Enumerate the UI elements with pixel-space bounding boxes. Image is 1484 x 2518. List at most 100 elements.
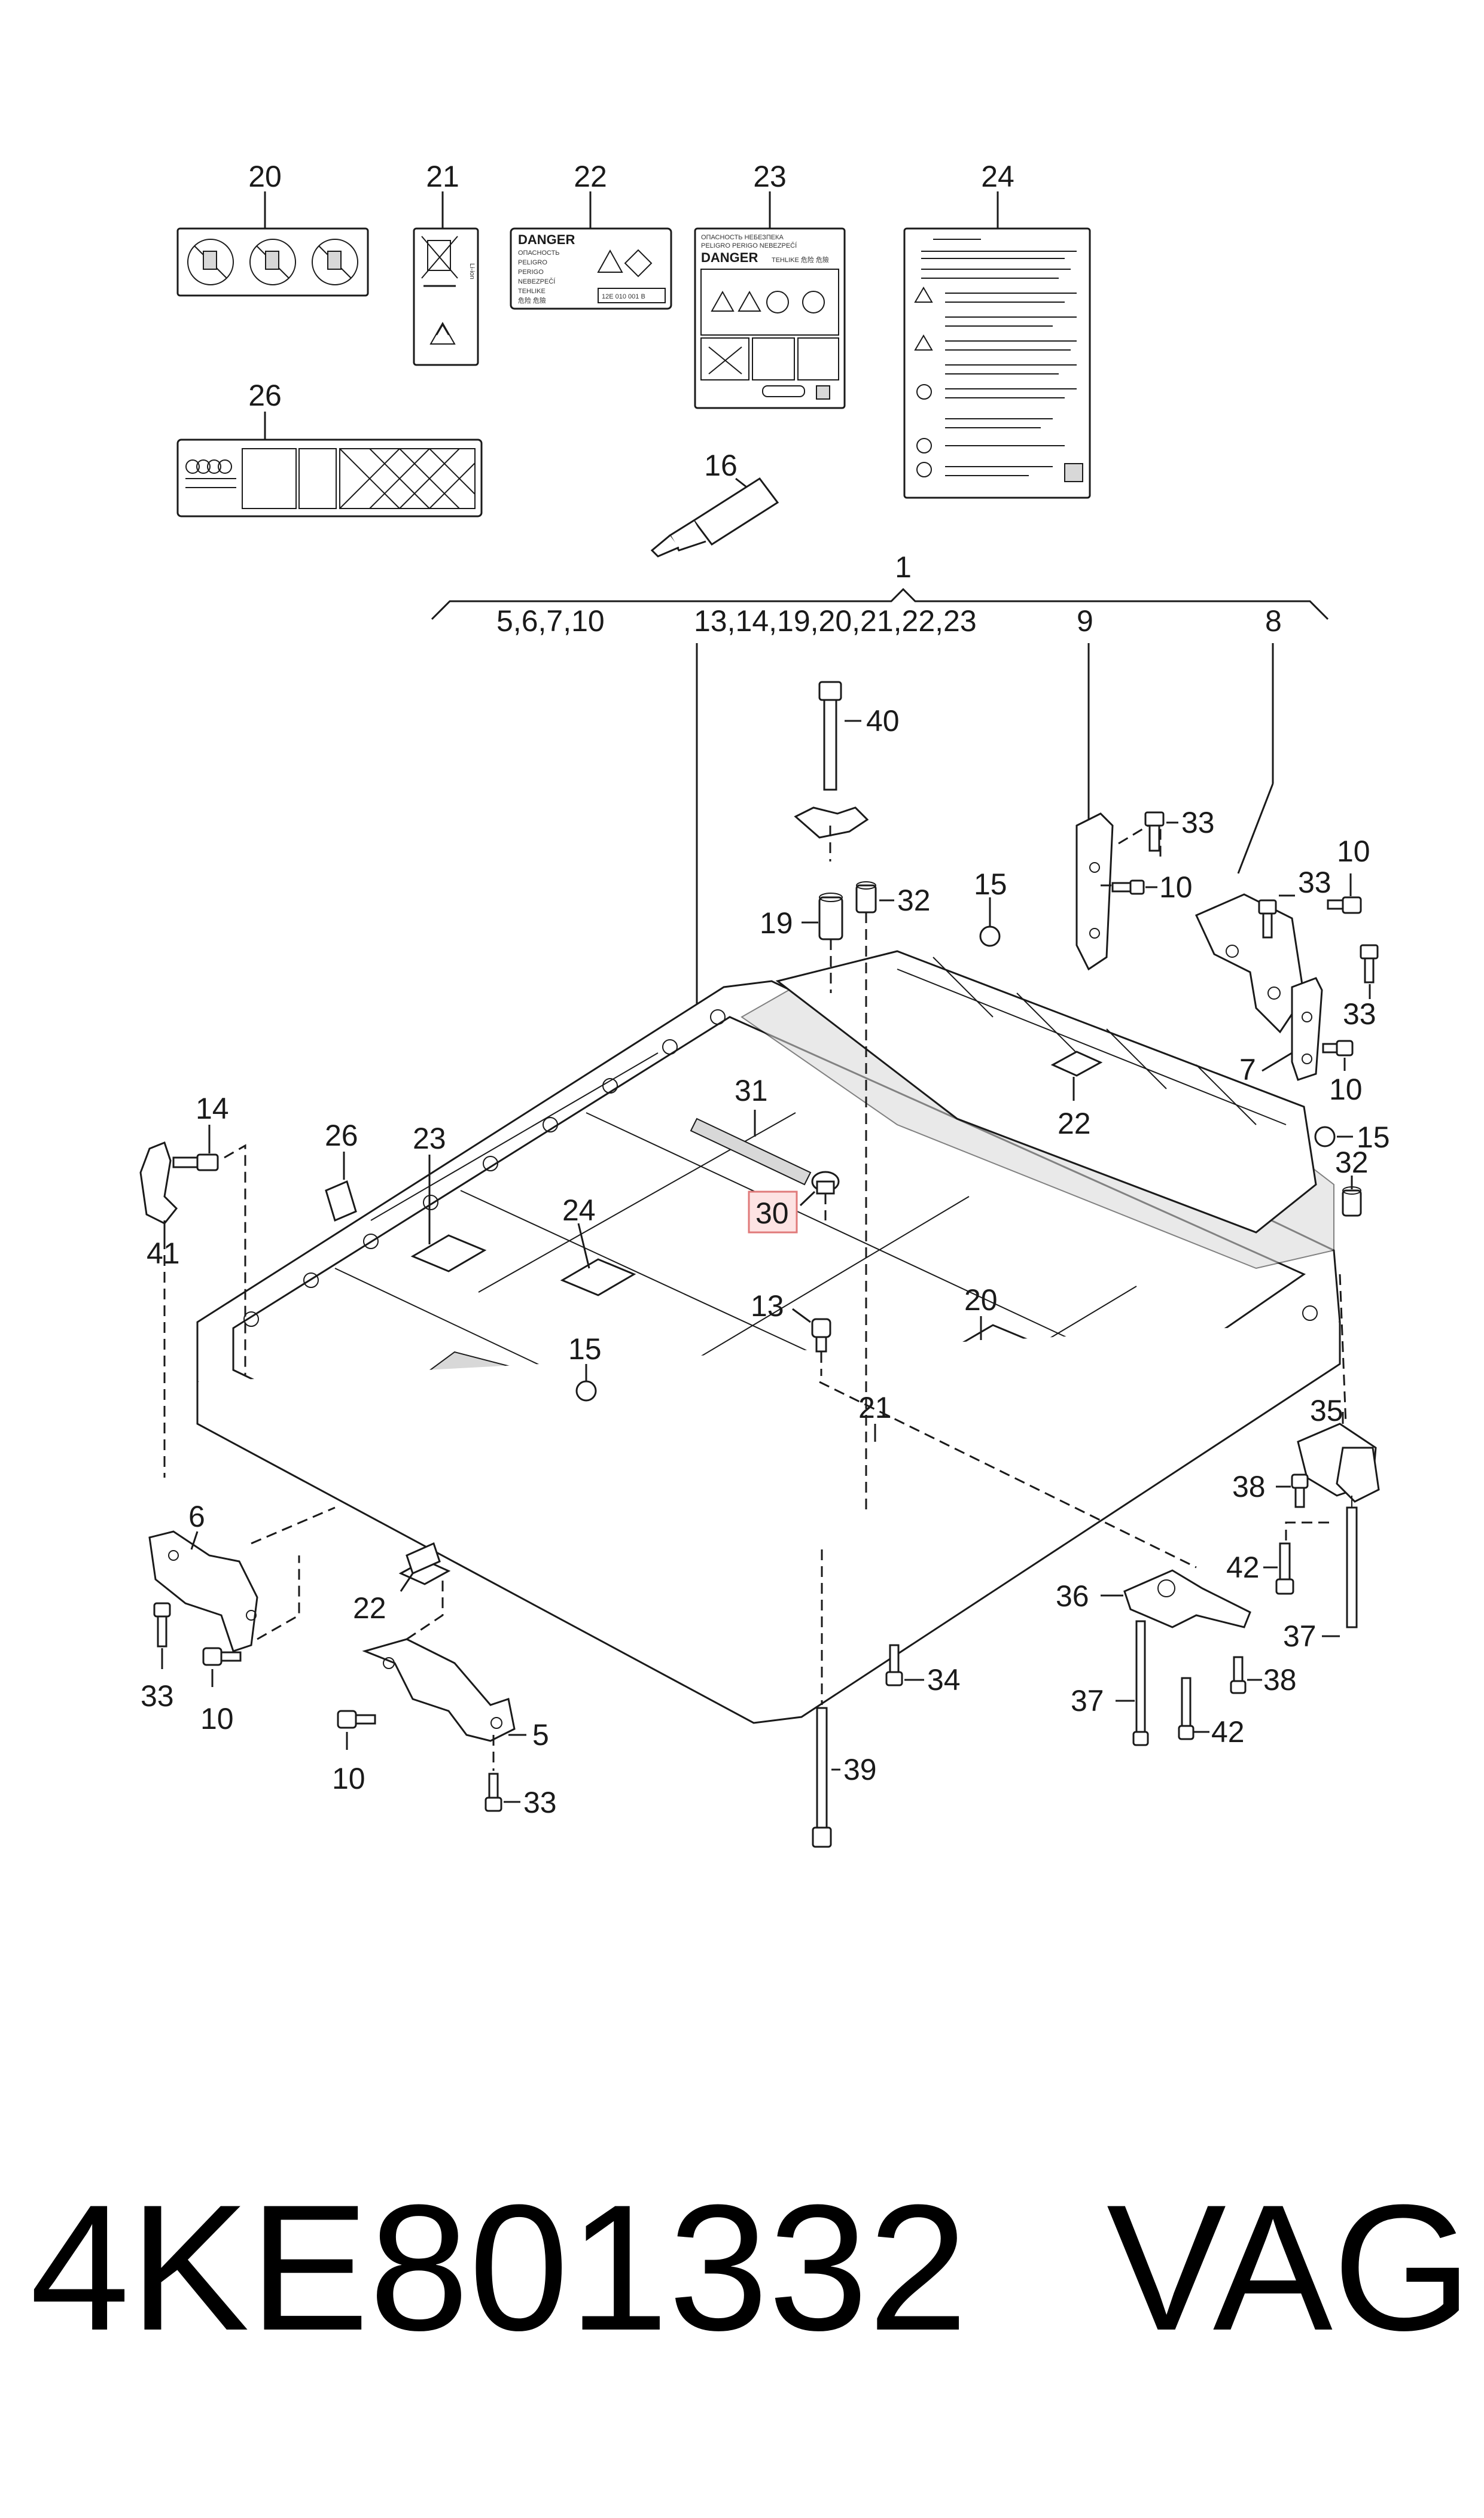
label-21-recycling: Li-ion [413,191,479,366]
callout-26: 26 [248,379,282,412]
part-33-bolt-e [484,1735,520,1812]
callout-9: 9 [1077,604,1093,638]
callout-23-housing: 23 [413,1122,446,1155]
callout-10-c: 10 [1329,1073,1363,1106]
label-26-type-plate [176,412,483,517]
part-22-label-underside [400,1542,441,1592]
part-10-bolt-e [337,1710,376,1750]
svg-text:DANGER: DANGER [518,232,575,247]
part-7-bracket [1291,977,1323,1081]
part-10-bolt-d [202,1647,242,1687]
callout-6: 6 [188,1500,205,1533]
part-32-sleeve-top [855,881,894,1514]
part-15-nut-left [575,1364,597,1402]
callout-10-b: 10 [1337,835,1370,868]
part-37-bolt [1116,1620,1149,1746]
callout-group-13-14-19-20-21-22-23: 13,14,19,20,21,22,23 [694,604,977,638]
callout-33-e: 33 [523,1786,557,1819]
callout-19: 19 [760,906,793,940]
callout-42-a: 42 [1226,1551,1260,1584]
part-33-bolt-c [1360,944,1379,999]
callout-21: 21 [426,160,459,193]
svg-text:TEHLIKE 危险 危險: TEHLIKE 危险 危險 [772,255,829,264]
callout-39: 39 [843,1753,877,1786]
callout-10-a: 10 [1159,870,1193,904]
callout-32-right: 32 [1335,1146,1369,1179]
callout-36: 36 [1056,1579,1089,1613]
callout-1: 1 [895,550,912,584]
part-33-bolt-b [1258,894,1295,939]
part-42-bolt-b [1178,1677,1209,1740]
callout-15-right: 15 [1357,1121,1390,1154]
callout-10-e: 10 [332,1762,365,1795]
callout-16: 16 [704,449,738,482]
callout-5: 5 [532,1718,549,1752]
part-30-highlight [748,1191,798,1234]
callout-21-housing: 21 [858,1391,892,1424]
svg-text:Li-ion: Li-ion [468,263,476,279]
label-20-prohibition-strip [176,191,369,297]
label-22-danger: DANGER ОПАСНОСТЬ PELIGRO PERIGO NEBEZPEČ… [510,191,672,310]
callout-31: 31 [735,1074,768,1107]
callout-24: 24 [981,160,1014,193]
part-16-sealant-tube [650,477,779,558]
callout-14: 14 [196,1092,229,1125]
svg-text:PERIGO: PERIGO [518,269,544,276]
part-40-bolt [794,681,869,861]
part-35-mount [1297,1412,1380,1637]
callout-7: 7 [1239,1053,1256,1086]
part-33-bolt-a [1144,811,1178,852]
part-10-bolt-c [1322,1040,1354,1071]
part-34-bolt [885,1644,924,1686]
callout-38-a: 38 [1232,1470,1266,1503]
callout-20-housing: 20 [964,1283,998,1317]
callout-42-b: 42 [1211,1715,1245,1749]
battery-housing [196,643,1341,1724]
callout-26-housing: 26 [325,1119,358,1152]
label-24-battery-instructions [903,191,1091,499]
callout-41: 41 [147,1237,180,1270]
callout-8: 8 [1265,604,1282,638]
svg-text:ОПАСНОСТЬ: ОПАСНОСТЬ [518,249,560,257]
part-10-bolt-b [1327,873,1362,914]
part-39-long-bolt [812,1549,840,1848]
callout-30: 30 [755,1196,789,1230]
part-15-nut-right [1314,1126,1353,1147]
callout-13: 13 [751,1289,784,1323]
callout-37-left: 37 [1071,1684,1104,1718]
part-32-sleeve-right [1342,1176,1362,1217]
svg-text:TEHLIKE: TEHLIKE [518,288,546,295]
callout-22-housing: 22 [1058,1107,1091,1140]
group-bracket-1 [431,587,1329,620]
label-23-battery-warning: ОПАСНОСТЬ НЕБЕЗПЕКА PELIGRO PERIGO NEBEZ… [694,191,846,409]
svg-text:PELIGRO: PELIGRO [518,259,547,266]
svg-text:ОПАСНОСТЬ НЕБЕЗПЕКА: ОПАСНОСТЬ НЕБЕЗПЕКА [701,234,784,241]
part-14-41-vent-fitting [139,1125,246,1478]
callout-38-b: 38 [1263,1663,1297,1697]
callout-37-right: 37 [1283,1619,1317,1653]
brand-name: VAG [1107,2167,1473,2368]
callout-22: 22 [574,160,607,193]
part-10-bolt-a [1111,879,1157,895]
part-33-bolt-d [153,1602,171,1669]
callout-24-housing: 24 [562,1193,596,1227]
part-30-plug [799,1171,840,1220]
callout-23: 23 [753,160,787,193]
part-number: 4KE801332 [30,2167,968,2368]
leader-26-23 [325,1152,431,1244]
part-15-nut-top [979,897,1001,947]
callout-32-top: 32 [897,884,931,917]
svg-text:PELIGRO PERIGO NEBEZPEČÍ: PELIGRO PERIGO NEBEZPEČÍ [701,242,797,249]
part-13-bolt [792,1308,831,1376]
callout-15-left: 15 [568,1332,602,1366]
callout-22-underside: 22 [353,1591,386,1625]
callout-33-d: 33 [141,1679,174,1713]
svg-text:12E 010 001 B: 12E 010 001 B [602,293,645,300]
part-5-bracket [362,1579,526,1742]
part-6-bracket [148,1506,336,1652]
callout-33-b: 33 [1298,866,1331,899]
callout-33-a: 33 [1181,806,1215,839]
part-42-bolt-a [1263,1521,1331,1595]
svg-text:NEBEZPEČÍ: NEBEZPEČÍ [518,278,556,285]
